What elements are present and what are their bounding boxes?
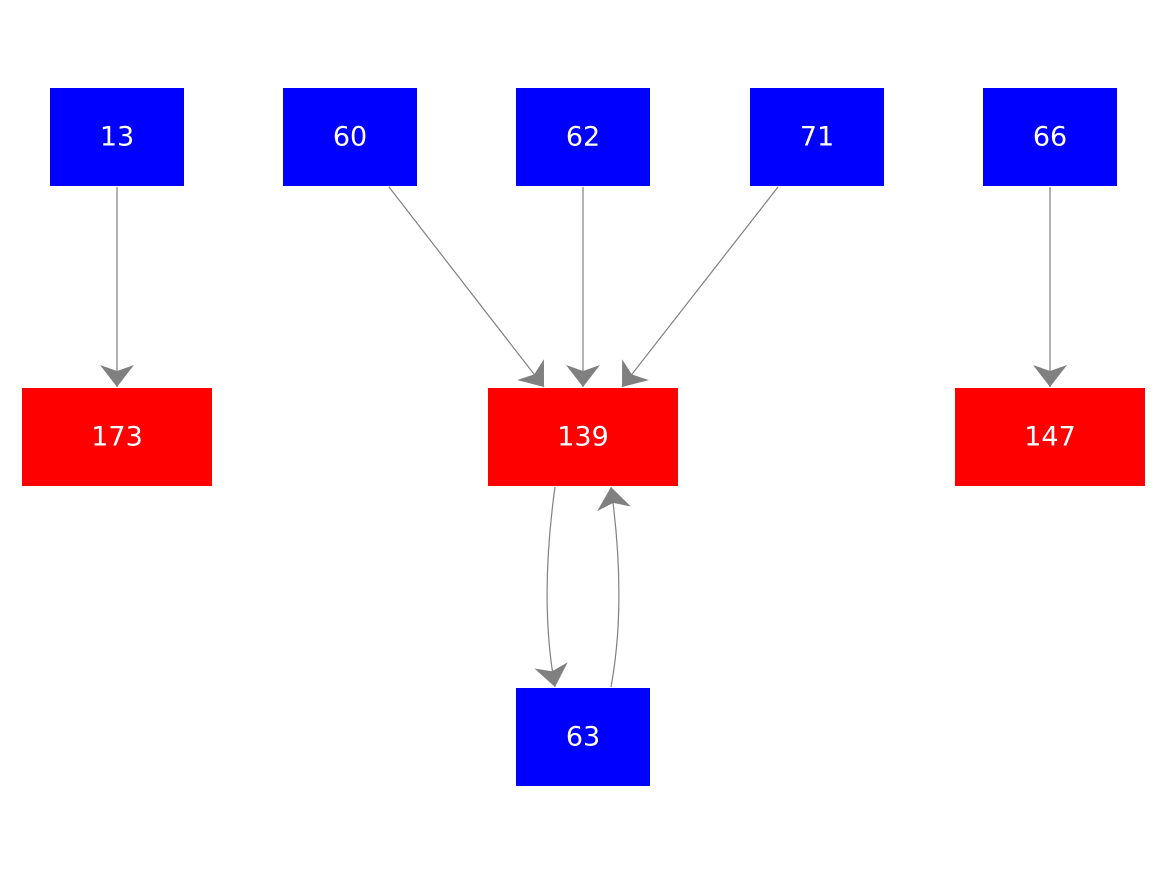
node-62: 62: [516, 88, 650, 186]
node-label: 60: [333, 122, 367, 153]
node-label: 71: [800, 122, 834, 153]
node-label: 139: [557, 422, 609, 453]
node-label: 62: [566, 122, 600, 153]
node-147: 147: [955, 388, 1145, 486]
node-label: 147: [1024, 422, 1076, 453]
edge-139-to-63: [534, 486, 568, 688]
edge-71-to-139: [621, 186, 779, 388]
node-box: [50, 88, 184, 186]
node-173: 173: [22, 388, 212, 486]
node-label: 13: [100, 122, 134, 153]
node-label: 66: [1033, 122, 1067, 153]
edges: [100, 186, 1067, 688]
node-71: 71: [750, 88, 884, 186]
node-box: [983, 88, 1117, 186]
node-13: 13: [50, 88, 184, 186]
node-139: 139: [488, 388, 678, 486]
node-box: [22, 388, 212, 486]
node-label: 63: [566, 722, 600, 753]
node-60: 60: [283, 88, 417, 186]
node-box: [955, 388, 1145, 486]
node-box: [516, 88, 650, 186]
node-label: 173: [91, 422, 143, 453]
node-box: [488, 388, 678, 486]
node-63: 63: [516, 688, 650, 786]
edge-60-to-139: [388, 186, 545, 388]
node-box: [750, 88, 884, 186]
node-66: 66: [983, 88, 1117, 186]
node-box: [516, 688, 650, 786]
edge-63-to-139: [597, 486, 631, 688]
node-box: [283, 88, 417, 186]
